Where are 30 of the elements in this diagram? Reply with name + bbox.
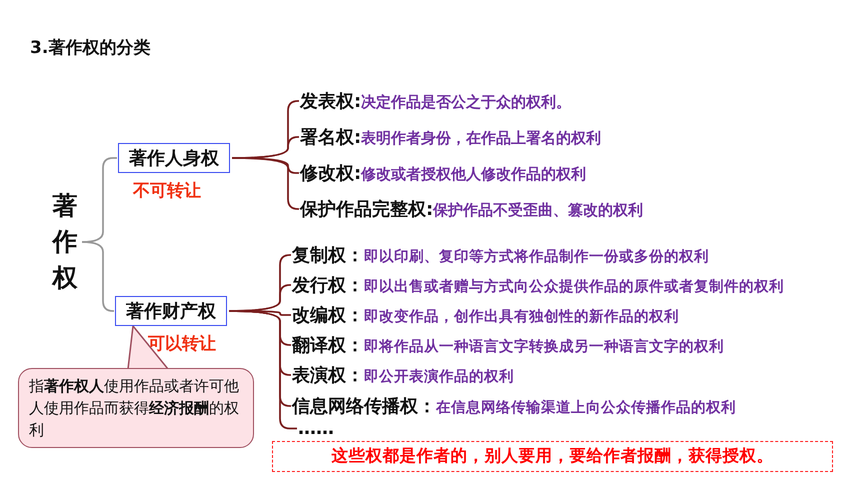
right-name: 署名权: [300,127,362,148]
right-name: 复制权： [292,245,364,266]
right-description: 即将作品从一种语言文字转换成另一种语言文字的权利 [364,339,724,355]
right-description: 即以出售或者赠与方式向公众提供作品的原件或者复制件的权利 [364,279,784,295]
right-name: 翻译权： [292,335,364,356]
speech-bubble-tail [127,324,170,370]
dashed-note-box: 这些权都是作者的，别人要用，要给作者报酬，获得授权。 [272,441,833,472]
right-name: 修改权: [300,163,362,184]
right-name: …… [298,418,334,439]
right-description: 表明作者身份，在作品上署名的权利 [361,129,602,147]
right-description: 修改或者授权他人修改作品的权利 [361,165,586,183]
right-description: 即改变作品，创作出具有独创性的新作品的权利 [364,309,679,325]
right-description: 在信息网络传输渠道上向公众传播作品的权利 [436,400,736,416]
right-description: 即公开表演作品的权利 [364,369,514,385]
title: 3.著作权的分类 [30,37,150,59]
category-box: 著作人身权 [118,143,230,173]
right-description: 决定作品是否公之于众的权利。 [361,93,572,111]
right-description: 保护作品不受歪曲、篡改的权利 [433,201,644,219]
right-name: 信息网络传播权： [292,396,436,417]
right-name: 发表权: [300,91,362,112]
right-name: 改编权： [292,305,364,326]
right-name: 发行权： [292,275,364,296]
right-name: 表演权： [292,365,364,386]
category-box: 著作财产权 [115,296,227,326]
right-description: 即以印刷、复印等方式将作品制作一份或多份的权利 [364,249,709,265]
curly-brace [229,310,297,430]
vertical-heading: 著作权 [50,188,80,296]
note-text: 不可转让 [133,180,201,202]
note-text: 可以转让 [148,333,216,355]
right-name: 保护作品完整权: [300,199,434,220]
